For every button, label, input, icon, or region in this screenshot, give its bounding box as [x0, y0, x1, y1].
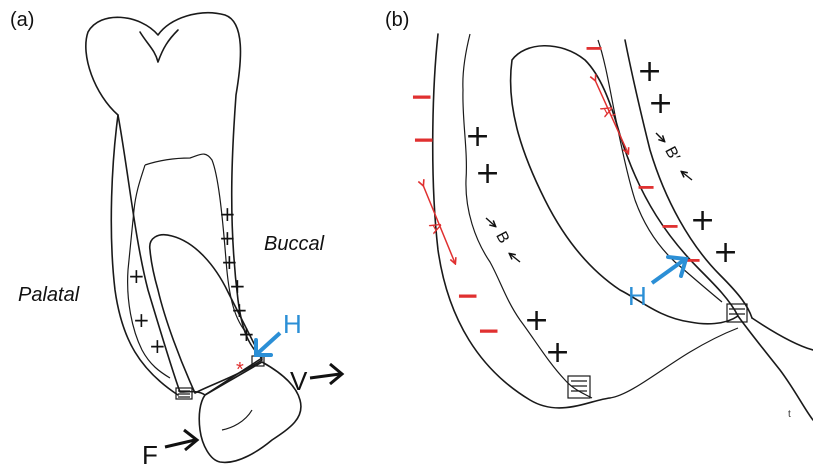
v-label: V	[290, 366, 308, 396]
b-central-implant	[511, 46, 738, 324]
svg-text:−: −	[584, 34, 604, 62]
svg-text:+: +	[648, 86, 673, 121]
svg-text:+: +	[149, 334, 166, 358]
svg-text:+: +	[713, 235, 738, 270]
b-label: B	[492, 229, 512, 246]
svg-text:+: +	[229, 274, 246, 298]
svg-text:+: +	[238, 322, 255, 346]
svg-text:−: −	[410, 80, 433, 113]
b-lower-right-shape	[738, 316, 813, 420]
v-arrow	[310, 364, 342, 384]
h-label-b: H	[628, 281, 647, 311]
svg-text:+: +	[637, 54, 662, 89]
h-label-a: H	[283, 309, 302, 339]
f-arrow	[165, 430, 197, 450]
svg-text:+: +	[128, 264, 145, 288]
svg-text:−: −	[636, 173, 656, 201]
svg-text:+: +	[133, 308, 150, 332]
svg-text:+: +	[524, 303, 549, 338]
buccal-plus-signs: + + + + + +	[219, 202, 255, 346]
panel-a-label: (a)	[10, 9, 34, 31]
hinge-arrow-b	[652, 257, 686, 283]
b-bottom-line	[610, 328, 738, 398]
svg-text:−: −	[412, 123, 435, 156]
svg-text:+: +	[219, 202, 236, 226]
svg-text:+: +	[475, 156, 500, 191]
svg-text:+: +	[221, 250, 238, 274]
f-label: F	[142, 440, 158, 467]
tiny-mark: t	[788, 409, 791, 420]
svg-text:−: −	[477, 314, 500, 347]
svg-text:+: +	[219, 226, 236, 250]
svg-text:+: +	[545, 335, 570, 370]
svg-text:+: +	[231, 298, 248, 322]
b-prime-label: B′	[661, 144, 682, 164]
b-outer-left-wall	[433, 34, 610, 408]
b-bracket-left-lines	[571, 381, 587, 391]
buccal-label: Buccal	[264, 233, 325, 255]
base-inner-curve	[222, 410, 252, 430]
palatal-label: Palatal	[18, 284, 80, 306]
panel-b-label: (b)	[385, 9, 409, 31]
svg-text:+: +	[465, 119, 490, 154]
palatal-plus-signs: + + +	[128, 264, 166, 358]
svg-text:−: −	[456, 279, 479, 312]
red-asterisk: *	[236, 359, 244, 381]
svg-text:+: +	[690, 203, 715, 238]
hinge-arrow-a	[256, 333, 280, 355]
svg-text:−: −	[660, 212, 680, 240]
